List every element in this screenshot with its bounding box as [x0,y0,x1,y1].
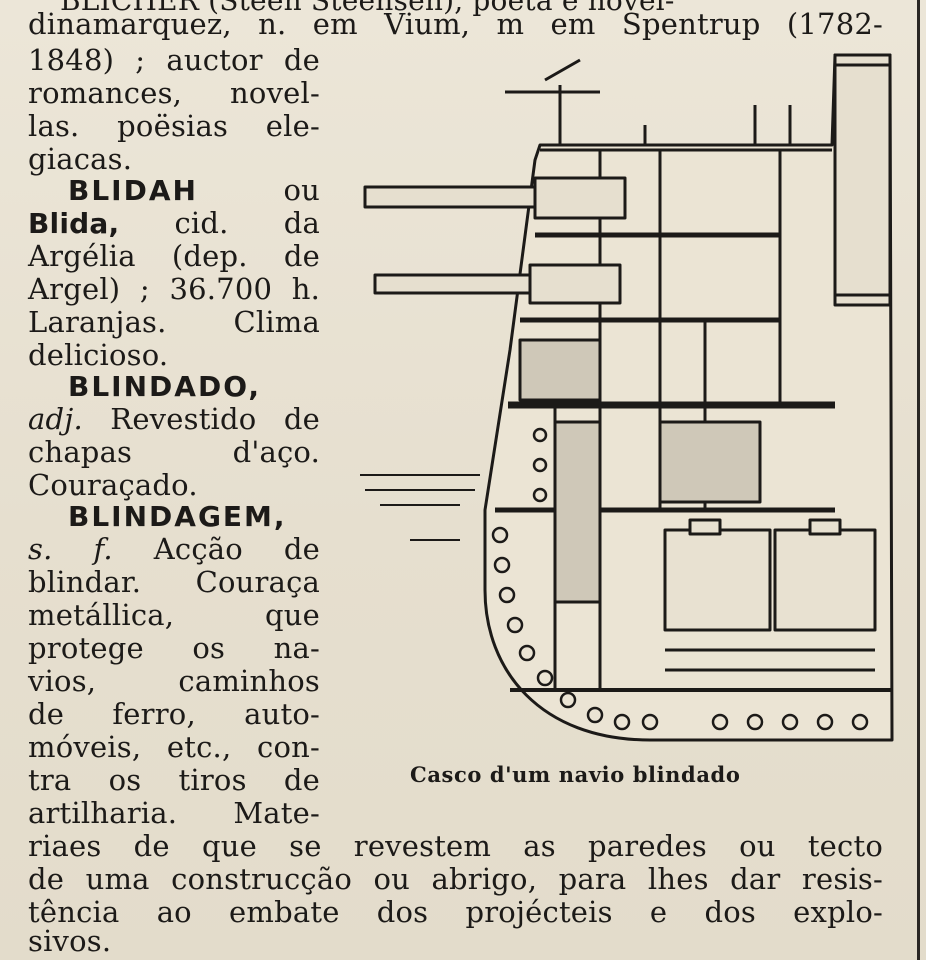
entry-text-line: Argélia (dep. de [28,239,320,273]
entry-text-line: tra os tiros de [28,763,320,797]
entry-text-line: artilharia. Mate- [28,796,320,830]
entry-text-line: protege os na- [28,631,320,665]
entry-text-line: de uma construcção ou abrigo, para lhes … [28,862,883,896]
part-of-speech: adj. [28,402,83,436]
entry-text-line: 1848) ; auctor de [28,43,320,77]
entry-text-line: giacas. [28,142,133,176]
entry-blindagem: BLINDAGEM, [28,500,287,533]
entry-text-line: vios, caminhos [28,664,320,698]
headword-blindagem: BLINDAGEM, [68,500,287,533]
part-of-speech: s. f. [28,532,113,566]
headword-blida: Blida, [28,207,120,240]
entry-text-line: móveis, etc., con- [28,730,320,764]
headword-blindado: BLINDADO, [68,370,262,403]
entry-text-line: Couraçado. [28,468,198,502]
entry-text: Acção de [153,532,320,566]
entry-text-line: delicioso. [28,338,169,372]
entry-blidah: BLIDAH ou [28,173,320,208]
entry-text-line: adj. Revestido de [28,403,320,436]
entry-text-line: romances, novel- [28,76,320,110]
entry-blindado: BLINDADO, [28,370,261,403]
headword-blidah: BLIDAH [68,174,198,207]
entry-text-line: Blida, cid. da [28,206,320,241]
upper-gun [363,185,537,209]
entry-text-line: de ferro, auto- [28,697,320,731]
entry-text-line: tência ao embate dos projécteis e dos ex… [28,895,883,929]
entry-text-line: sivos. [28,924,112,958]
entry-text: Revestido de [110,402,320,436]
column-rule [917,0,920,960]
entry-text-line: Laranjas. Clima [28,305,320,339]
armored-ship-hull-illustration [360,53,894,742]
entry-text: cid. da [174,206,320,240]
entry-text: ou [283,173,320,207]
entry-text-line: metállica, que [28,598,320,632]
funnel [833,53,892,307]
entry-text-line: chapas d'aço. [28,435,320,469]
entry-text-line: Argel) ; 36.700 h. [28,272,320,306]
clipped-entry-line: BLICHER (Steen Steensen), poeta e novel- [60,0,675,17]
entry-text-line: las. poësias ele- [28,109,320,143]
entry-text-line: dinamarquez, n. em Vium, m em Spentrup (… [28,7,883,41]
entry-text-line: s. f. Acção de [28,533,320,566]
lower-gun [373,273,532,295]
entry-text-line: riaes de que se revestem as paredes ou t… [28,829,883,863]
entry-text-line: blindar. Couraça [28,565,320,599]
figure-caption: Casco d'um navio blindado [410,762,741,787]
